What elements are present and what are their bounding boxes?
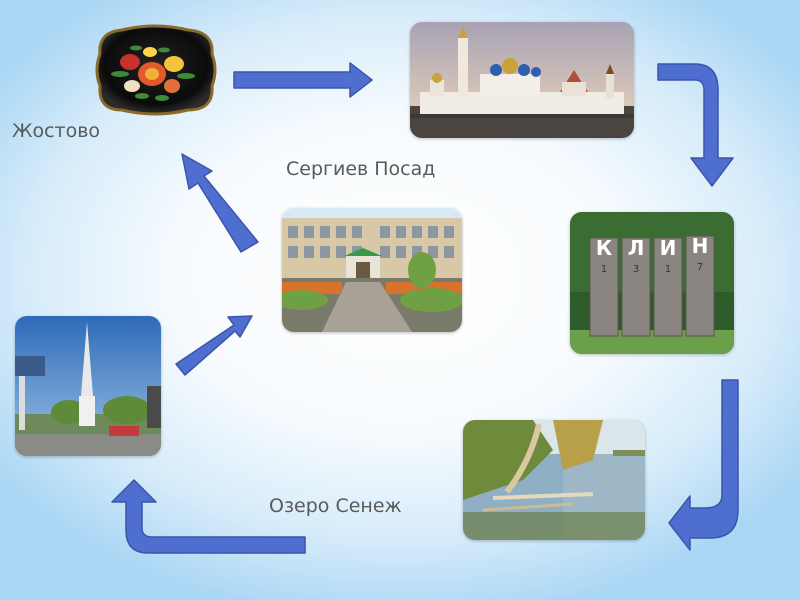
- arrow-zhostovo-to-sergiev: [233, 62, 373, 98]
- klin-pillar-4: [685, 235, 715, 337]
- arrow-klin-to-senezh: [668, 379, 739, 551]
- klin-letter-4: Н: [691, 234, 709, 258]
- ozero-senezh-lake-photo: [463, 420, 645, 540]
- arrow-center-to-zhostovo: [181, 153, 259, 253]
- central-building-photo: [282, 208, 462, 332]
- klin-monument-photo: К Л И Н 1 3 1 7: [570, 212, 734, 354]
- klin-pillar-1: [589, 237, 619, 337]
- klin-pillar-3: [653, 237, 683, 337]
- klin-digit-3: 1: [664, 264, 672, 275]
- klin-letter-1: К: [595, 236, 613, 260]
- label-sergiev-posad: Сергиев Посад: [286, 158, 436, 180]
- klin-digit-2: 3: [632, 264, 640, 275]
- klin-digit-1: 1: [600, 264, 608, 275]
- klin-digit-4: 7: [696, 262, 704, 273]
- klin-letter-3: И: [659, 236, 677, 260]
- klin-pillar-2: [621, 237, 651, 337]
- rocket-monument-photo: [15, 316, 161, 456]
- label-zhostovo: Жостово: [12, 120, 101, 142]
- sergiev-posad-lavra-photo: [410, 22, 634, 138]
- arrow-monino-to-center: [175, 315, 253, 376]
- arrow-senezh-to-monino: [111, 479, 306, 554]
- arrow-sergiev-to-klin: [657, 63, 734, 187]
- label-ozero-senezh: Озеро Сенеж: [269, 495, 402, 517]
- klin-letter-2: Л: [627, 236, 645, 260]
- zhostovo-tray-photo: [90, 24, 220, 116]
